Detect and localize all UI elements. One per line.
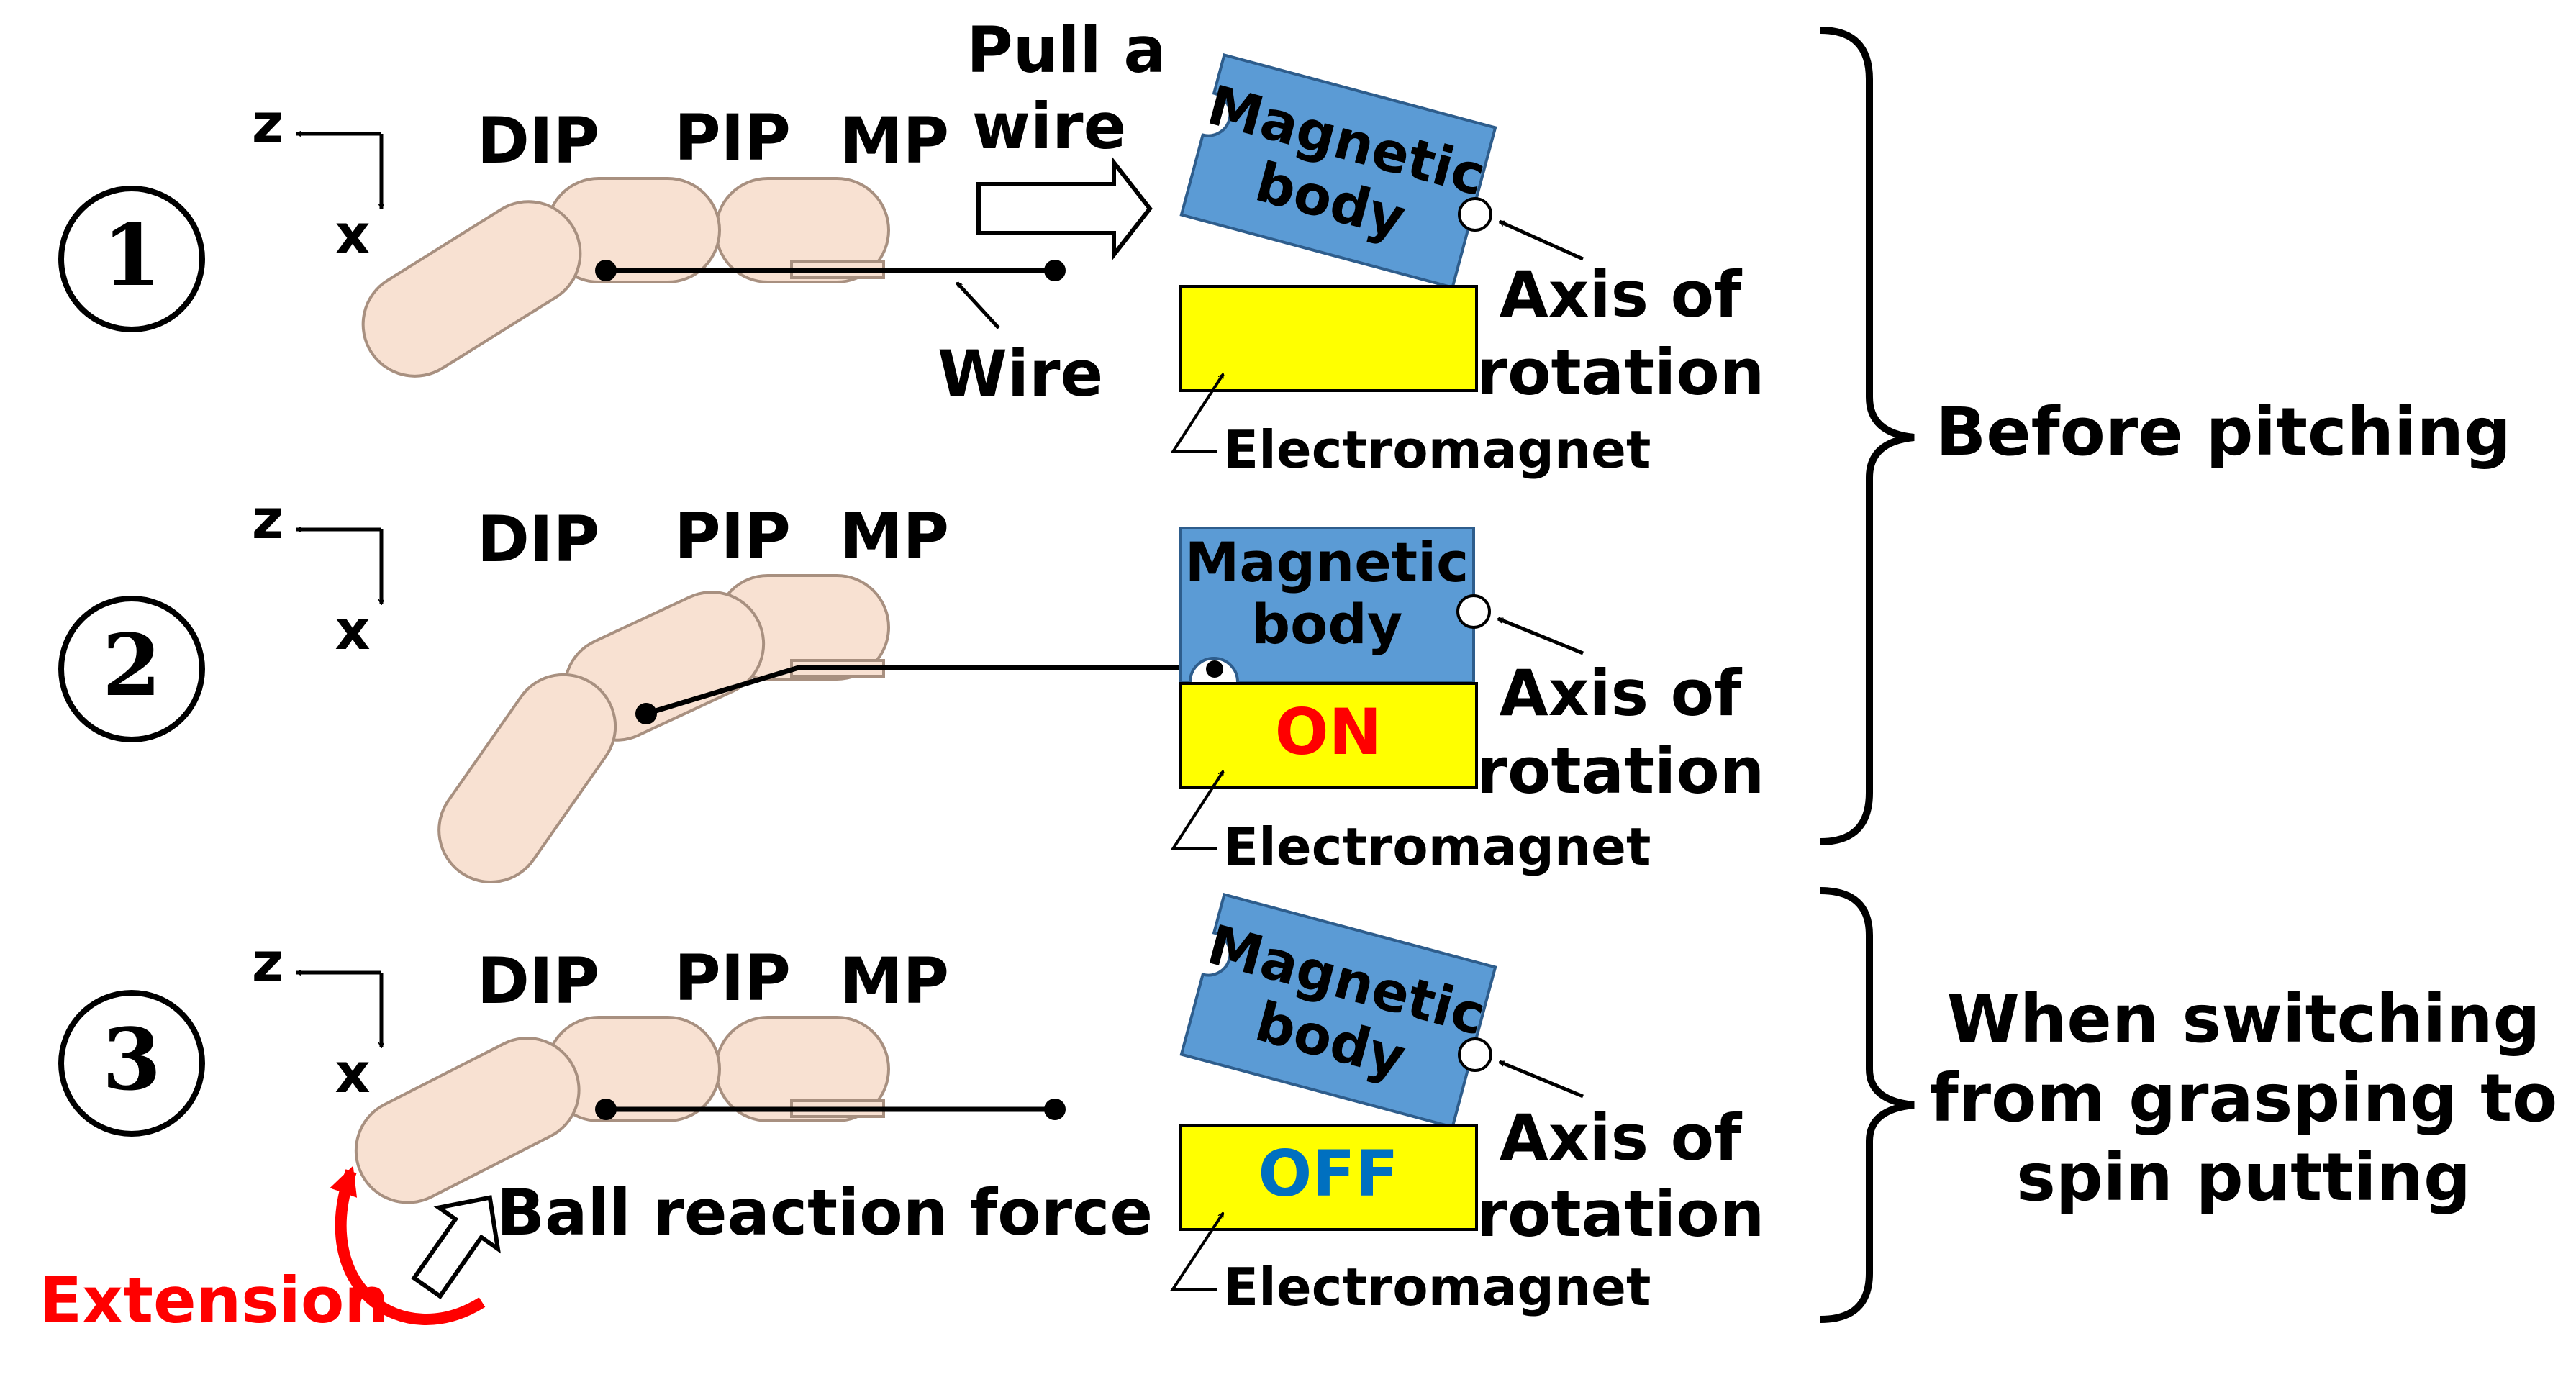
wire-label: Wire <box>938 337 1103 411</box>
mp-label: MP <box>840 944 949 1018</box>
state-number: 1 <box>102 205 161 305</box>
coordinate-axes: z x <box>252 930 381 1105</box>
z-axis-label: z <box>252 91 284 155</box>
state-3: 3 z x DIP PIP MP <box>39 892 1765 1337</box>
wire <box>595 260 1066 281</box>
coordinate-axes: z x <box>252 487 381 662</box>
electromagnet-state: OFF <box>1258 1137 1398 1211</box>
phase-brace <box>1820 27 1915 845</box>
electromagnet: OFF <box>1179 1124 1478 1231</box>
ball-reaction-force-arrow-icon <box>411 1195 501 1299</box>
electromagnet-pointer <box>1170 1213 1225 1291</box>
pull-arrow-icon <box>976 156 1153 261</box>
wire <box>595 1099 1066 1120</box>
extension-arrow-icon <box>330 1165 486 1325</box>
ball-reaction-force-label: Ball reaction force <box>496 1176 1153 1250</box>
pip-label: PIP <box>674 941 791 1015</box>
finger <box>437 574 890 884</box>
finger <box>354 1016 890 1204</box>
magnetic-body-label-line2: body <box>1251 592 1403 656</box>
magnetic-body: Magnetic body <box>1179 527 1475 683</box>
axis-label-line2: rotation <box>1477 335 1765 409</box>
axis-pointer <box>1498 617 1584 655</box>
phase-before-pitching: Before pitching <box>1820 27 2511 845</box>
electromagnet: ON <box>1179 682 1478 789</box>
axis-pointer <box>1500 1060 1584 1099</box>
wire-pointer <box>956 281 1000 329</box>
state-1: 1 z x DIP PIP MP <box>58 13 1765 480</box>
z-axis-label: z <box>252 930 284 994</box>
x-axis-label: x <box>335 1041 370 1105</box>
rotation-axis-pin <box>1458 197 1492 232</box>
coordinate-axes: z x <box>252 91 381 266</box>
dip-label: DIP <box>477 944 599 1018</box>
magnetic-body-label-line1: Magnetic <box>1185 530 1469 594</box>
state-number-circle <box>58 596 205 742</box>
axis-label-line1: Axis of <box>1500 258 1743 332</box>
phase-label-line1: Before pitching <box>1936 394 2511 470</box>
x-axis-label: x <box>335 202 370 266</box>
phase-label-line2: from grasping to <box>1930 1060 2558 1137</box>
magnetic-body: Magnetic body <box>1179 892 1497 1129</box>
dip-label: DIP <box>477 502 599 576</box>
rotation-axis-pin <box>1458 1037 1492 1072</box>
z-axis-label: z <box>252 487 284 551</box>
electromagnet-state: ON <box>1275 695 1382 769</box>
electromagnet-label: Electromagnet <box>1223 419 1651 480</box>
axis-label-line2: rotation <box>1477 1177 1765 1251</box>
electromagnet-pointer <box>1170 771 1225 850</box>
extension-label: Extension <box>39 1263 389 1337</box>
x-axis-label: x <box>335 598 370 662</box>
mp-label: MP <box>840 104 949 178</box>
rotation-axis-pin <box>1456 594 1491 629</box>
pull-wire-label-line2: wire <box>972 89 1127 163</box>
pip-label: PIP <box>674 499 791 573</box>
state-number: 2 <box>102 615 161 715</box>
state-number-circle <box>58 186 205 332</box>
phase-brace <box>1820 887 1915 1323</box>
magnetic-body: Magnetic body <box>1179 53 1497 290</box>
electromagnet <box>1179 285 1478 392</box>
axis-label-line1: Axis of <box>1500 1101 1743 1175</box>
state-number-circle <box>58 990 205 1137</box>
electromagnet-label: Electromagnet <box>1223 817 1651 877</box>
electromagnet-label: Electromagnet <box>1223 1257 1651 1317</box>
electromagnet-pointer <box>1170 374 1225 453</box>
dip-label: DIP <box>477 104 599 178</box>
wire-anchor <box>1206 660 1223 678</box>
axis-label-line1: Axis of <box>1500 656 1743 730</box>
axis-label-line2: rotation <box>1477 734 1765 808</box>
phase-label-line3: spin putting <box>2016 1139 2471 1216</box>
axis-pointer <box>1500 219 1584 261</box>
state-number: 3 <box>102 1009 161 1109</box>
pip-label: PIP <box>674 101 791 175</box>
phase-switching: When switching from grasping to spin put… <box>1820 887 2558 1323</box>
state-2: 2 z x DIP PIP MP <box>58 487 1765 884</box>
finger <box>361 177 890 378</box>
phase-label-line1: When switching <box>1946 981 2540 1058</box>
mp-label: MP <box>840 499 949 573</box>
pull-wire-label-line1: Pull a <box>966 13 1166 87</box>
wire <box>635 665 1187 724</box>
